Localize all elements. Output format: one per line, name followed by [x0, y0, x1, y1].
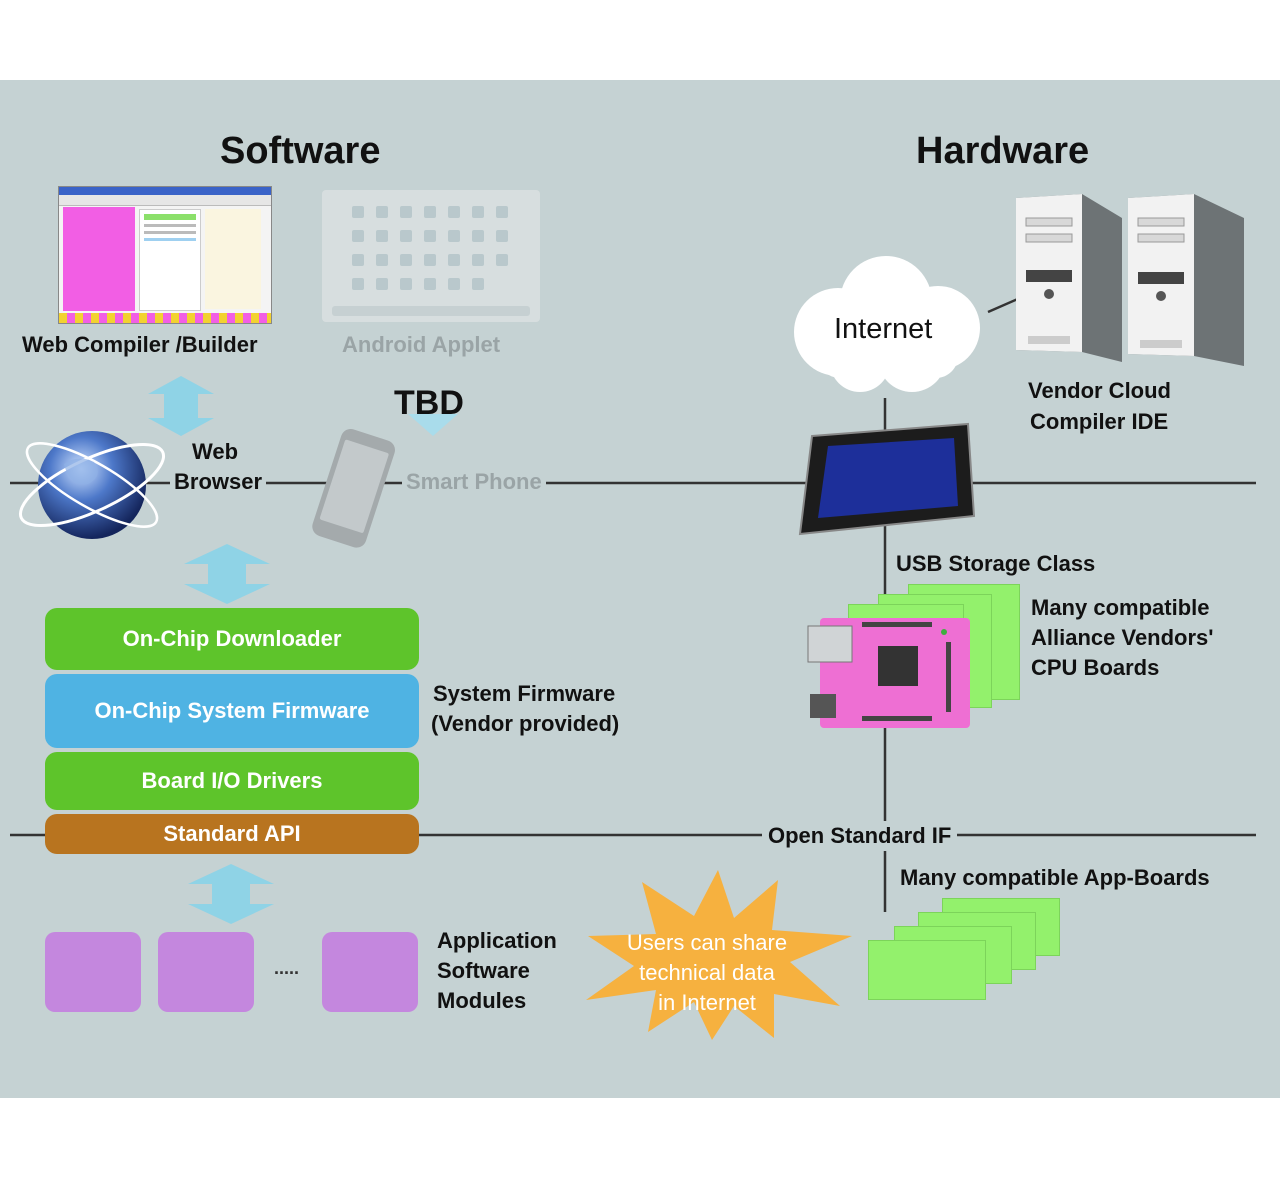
usb-storage-label: USB Storage Class	[896, 551, 1096, 576]
web-compiler-label: Web Compiler /Builder	[22, 332, 258, 357]
on-chip-system-firmware-layer: On-Chip System Firmware	[45, 674, 419, 748]
vendor-cloud-label-line2: Compiler IDE	[1030, 409, 1169, 434]
on-chip-downloader-layer: On-Chip Downloader	[45, 608, 419, 670]
app-module-n	[322, 932, 418, 1012]
double-arrow-middle-icon	[184, 544, 270, 604]
share-line-2: technical data	[639, 960, 775, 985]
smart-phone-label: Smart Phone	[402, 467, 546, 497]
app-boards-label: Many compatible App-Boards	[900, 865, 1210, 890]
android-applet-label: Android Applet	[342, 332, 501, 357]
share-line-1: Users can share	[626, 930, 788, 955]
cpu-board-image	[807, 618, 970, 728]
starburst-icon	[586, 870, 852, 1040]
app-module-2	[158, 932, 254, 1012]
app-modules-label-line1: Application	[437, 928, 557, 953]
system-firmware-label-line2: (Vendor provided)	[431, 711, 620, 736]
web-browser-label-line2: Browser	[170, 467, 267, 497]
hardware-heading: Hardware	[916, 130, 1090, 172]
smart-phone-icon	[312, 428, 395, 548]
globe-icon	[18, 431, 166, 539]
web-browser-label-line1: Web	[192, 439, 239, 464]
tablet-icon	[798, 422, 976, 536]
cpu-boards-label-line2: Alliance Vendors'	[1031, 625, 1214, 650]
app-board-card-4	[868, 940, 986, 1000]
modules-ellipsis: .....	[274, 958, 300, 978]
double-arrow-top-icon	[148, 376, 214, 436]
vendor-servers-icon	[1016, 194, 1244, 366]
app-modules-label-line2: Software	[437, 958, 530, 983]
standard-api-layer: Standard API	[45, 814, 419, 854]
tbd-arrow-icon	[408, 414, 458, 436]
double-arrow-bottom-icon	[188, 864, 274, 924]
app-module-1	[45, 932, 141, 1012]
system-firmware-label-line1: System Firmware	[433, 681, 616, 706]
android-applet-screenshot	[322, 190, 540, 322]
share-data-text: Users can share technical data in Intern…	[578, 928, 836, 1018]
vendor-cloud-label-line1: Vendor Cloud	[1028, 378, 1171, 403]
share-line-3: in Internet	[658, 990, 756, 1015]
open-standard-if-label: Open Standard IF	[762, 821, 958, 851]
web-compiler-screenshot	[58, 186, 272, 324]
cpu-boards-label-line3: CPU Boards	[1031, 655, 1160, 680]
board-io-drivers-layer: Board I/O Drivers	[45, 752, 419, 810]
server-link-line	[987, 296, 1021, 314]
software-heading: Software	[220, 130, 381, 172]
cpu-boards-label-line1: Many compatible	[1031, 595, 1210, 620]
app-modules-label-line3: Modules	[437, 988, 527, 1013]
internet-label: Internet	[834, 313, 933, 345]
internet-cloud-icon	[794, 256, 980, 392]
